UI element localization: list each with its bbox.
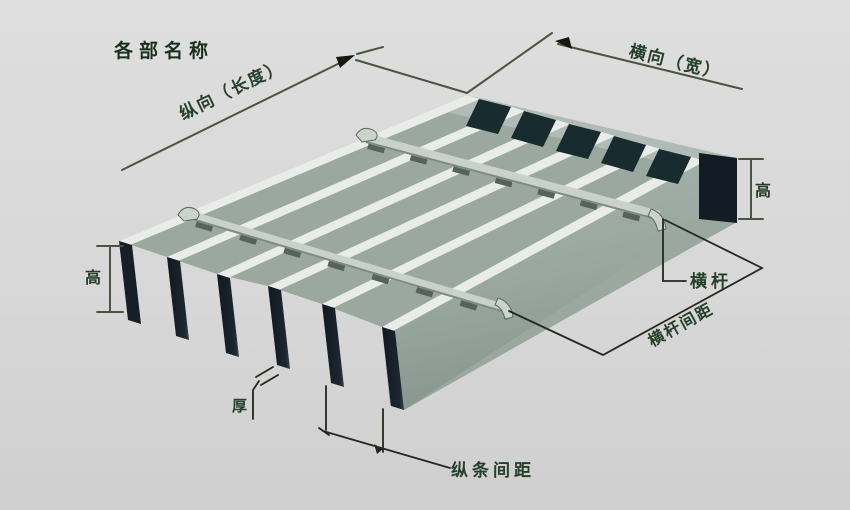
- bar-spacing-label: 纵条间距: [451, 460, 535, 481]
- longitudinal-label: 纵向（长度）: [176, 56, 288, 125]
- bar-top-edge-stripe: [217, 120, 570, 278]
- height-left-label: 高: [85, 268, 102, 287]
- arrowhead: [336, 55, 355, 68]
- arrowhead: [374, 444, 383, 454]
- bearing-bar-front-face: [382, 327, 404, 410]
- height-dimension-left: [96, 245, 124, 313]
- cross-bar-lower: [177, 207, 514, 320]
- crossbar-droop-end: [647, 208, 667, 232]
- arrowhead: [555, 37, 572, 49]
- end-bar-end-face: [699, 153, 737, 223]
- edge-opening: [556, 124, 601, 159]
- bearing-bar-front-face: [167, 257, 189, 340]
- bar-top-edge-stripe: [322, 145, 660, 308]
- title-label: 各部名称: [113, 39, 214, 62]
- crossbar-hook-end: [177, 207, 200, 222]
- bearing-bar-front-face: [322, 304, 344, 387]
- edge-opening: [601, 136, 646, 172]
- longitudinal-arrow: [121, 46, 384, 171]
- height-right-label: 高: [755, 181, 772, 200]
- crossbar-hook-end: [355, 127, 378, 143]
- crossbar-spacing-leader: [508, 219, 764, 357]
- crossbar-droop-end: [494, 297, 514, 320]
- bearing-bar-front-faces: [119, 241, 404, 410]
- bearing-bar-front-face: [268, 286, 290, 369]
- bar-top-edge-stripe: [119, 95, 480, 245]
- crossbar-leader: [662, 218, 687, 282]
- bearing-bar-front-face: [119, 241, 141, 324]
- height-dimension-right: [738, 158, 764, 220]
- edge-openings: [466, 99, 691, 184]
- edge-opening: [466, 99, 511, 134]
- thickness-label: 厚: [232, 397, 247, 415]
- bar-top-edge-stripe: [268, 132, 615, 290]
- edge-opening: [511, 111, 556, 147]
- corner-leader-lines: [355, 32, 553, 95]
- end-bar-side-face: [395, 161, 705, 410]
- crossbar-spacing-label: 横杆间距: [645, 299, 717, 351]
- bar-top-edge-stripe: [167, 107, 525, 261]
- bearing-bar-front-face: [217, 274, 239, 357]
- thickness-leader: [252, 366, 279, 420]
- bar-top-edge-stripe: [382, 157, 705, 331]
- bar-top-edge-stripes: [119, 95, 705, 331]
- transverse-label: 横向（宽）: [627, 40, 724, 83]
- cross-bar-upper: [355, 127, 667, 232]
- crossbar-label: 横杆: [690, 271, 732, 292]
- edge-opening: [646, 149, 691, 184]
- bar-spacing-leader: [318, 385, 451, 469]
- transverse-arrow: [555, 37, 743, 90]
